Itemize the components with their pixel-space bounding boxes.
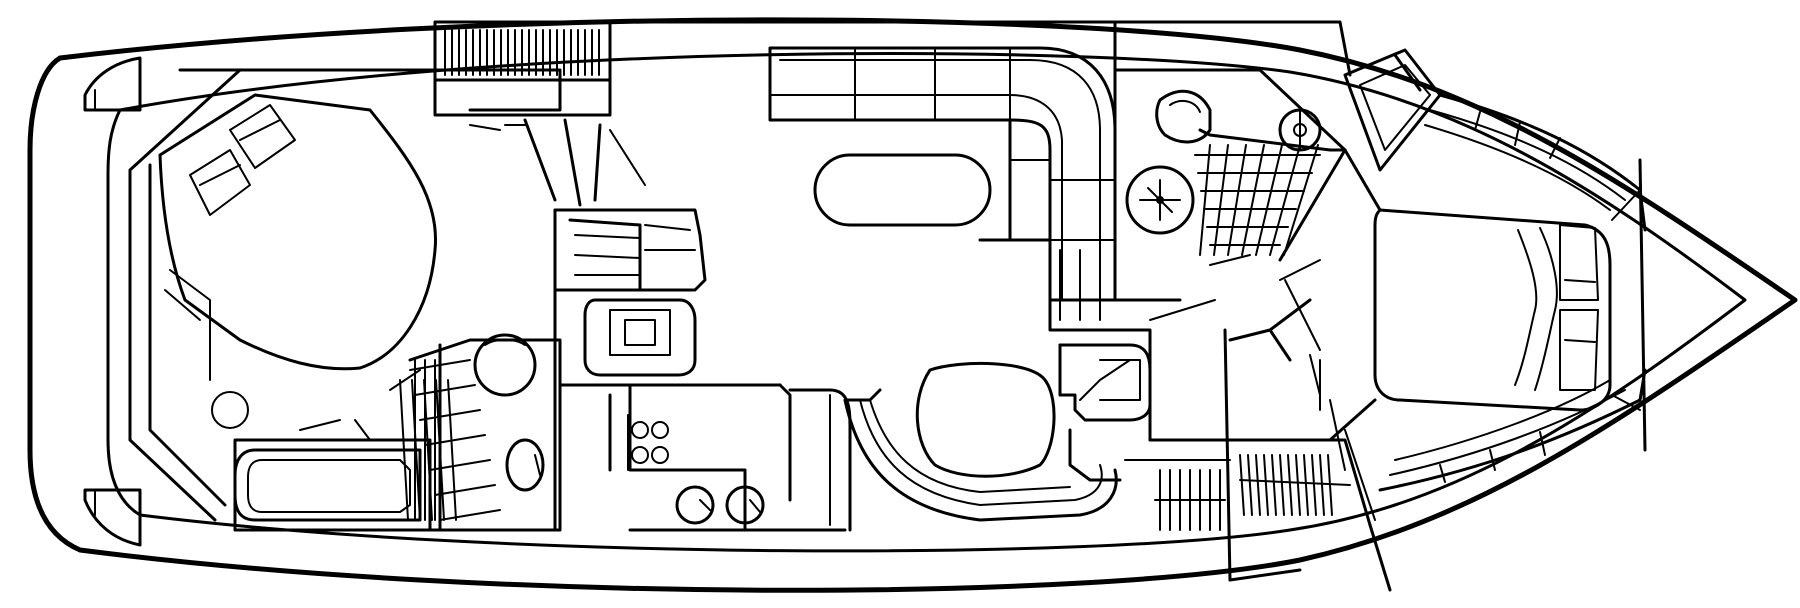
helm-station xyxy=(553,208,707,377)
hatch-line xyxy=(1295,454,1301,516)
dinette xyxy=(788,343,1152,532)
shower-grid xyxy=(399,359,501,521)
galley-sink-2 xyxy=(725,485,765,525)
hatch-line xyxy=(1241,144,1265,256)
hatch-line xyxy=(1319,454,1325,516)
stern-platform xyxy=(83,56,142,547)
forward-stateroom xyxy=(1328,48,1647,592)
hull-outline xyxy=(27,17,1798,593)
v-berth-pillow-2 xyxy=(1559,309,1599,391)
aft-sink xyxy=(505,438,545,492)
hatch-line xyxy=(1287,454,1293,516)
v-berth xyxy=(1373,208,1612,412)
aft-berth xyxy=(158,93,438,371)
hatch-line xyxy=(1247,454,1253,516)
hatch-line xyxy=(1263,454,1269,516)
hatch-line xyxy=(1213,144,1229,256)
fwd-round-fixture xyxy=(1125,165,1195,235)
hatch-line xyxy=(1255,144,1283,256)
hatch-line xyxy=(1199,144,1211,256)
burner-4 xyxy=(651,446,669,464)
hatch-line xyxy=(1239,454,1245,516)
hatch-line xyxy=(1271,454,1277,516)
fwd-toilet xyxy=(1155,89,1212,144)
galley xyxy=(558,383,847,532)
salon-settee xyxy=(768,46,1122,332)
helm-seat xyxy=(583,298,697,377)
aft-pillow-1 xyxy=(189,149,251,216)
aft-pillow-2 xyxy=(229,104,296,169)
hatch-line xyxy=(411,379,421,521)
aft-head xyxy=(233,333,562,532)
forward-head xyxy=(1113,20,1352,321)
burner-3 xyxy=(631,446,649,464)
dinette-table xyxy=(915,361,1056,478)
hatch-line xyxy=(1279,454,1285,516)
hatch-line xyxy=(1269,144,1301,256)
hatch-line xyxy=(447,379,457,521)
hatch-line xyxy=(1303,454,1309,516)
forward-corridor xyxy=(1154,279,1372,582)
aft-stateroom xyxy=(128,68,562,522)
hatch-line xyxy=(1255,454,1261,516)
hatch-line xyxy=(439,509,501,521)
v-berth-pillow-1 xyxy=(1559,224,1599,301)
hatch-line xyxy=(1227,144,1247,256)
hatch-line xyxy=(1239,479,1351,486)
hatch-line xyxy=(434,484,496,496)
hatch-line xyxy=(1283,144,1319,256)
galley-sink-1 xyxy=(675,485,715,525)
companionway-steps xyxy=(433,20,646,207)
burner-2 xyxy=(651,421,669,439)
salon-table xyxy=(813,153,992,227)
hatch-line xyxy=(423,379,433,521)
burner-1 xyxy=(631,421,649,439)
bathtub xyxy=(233,448,422,522)
hatch-line xyxy=(399,379,409,521)
hatch-line xyxy=(1311,454,1317,516)
aft-corner-fixture xyxy=(211,391,249,429)
aft-toilet xyxy=(473,333,537,397)
